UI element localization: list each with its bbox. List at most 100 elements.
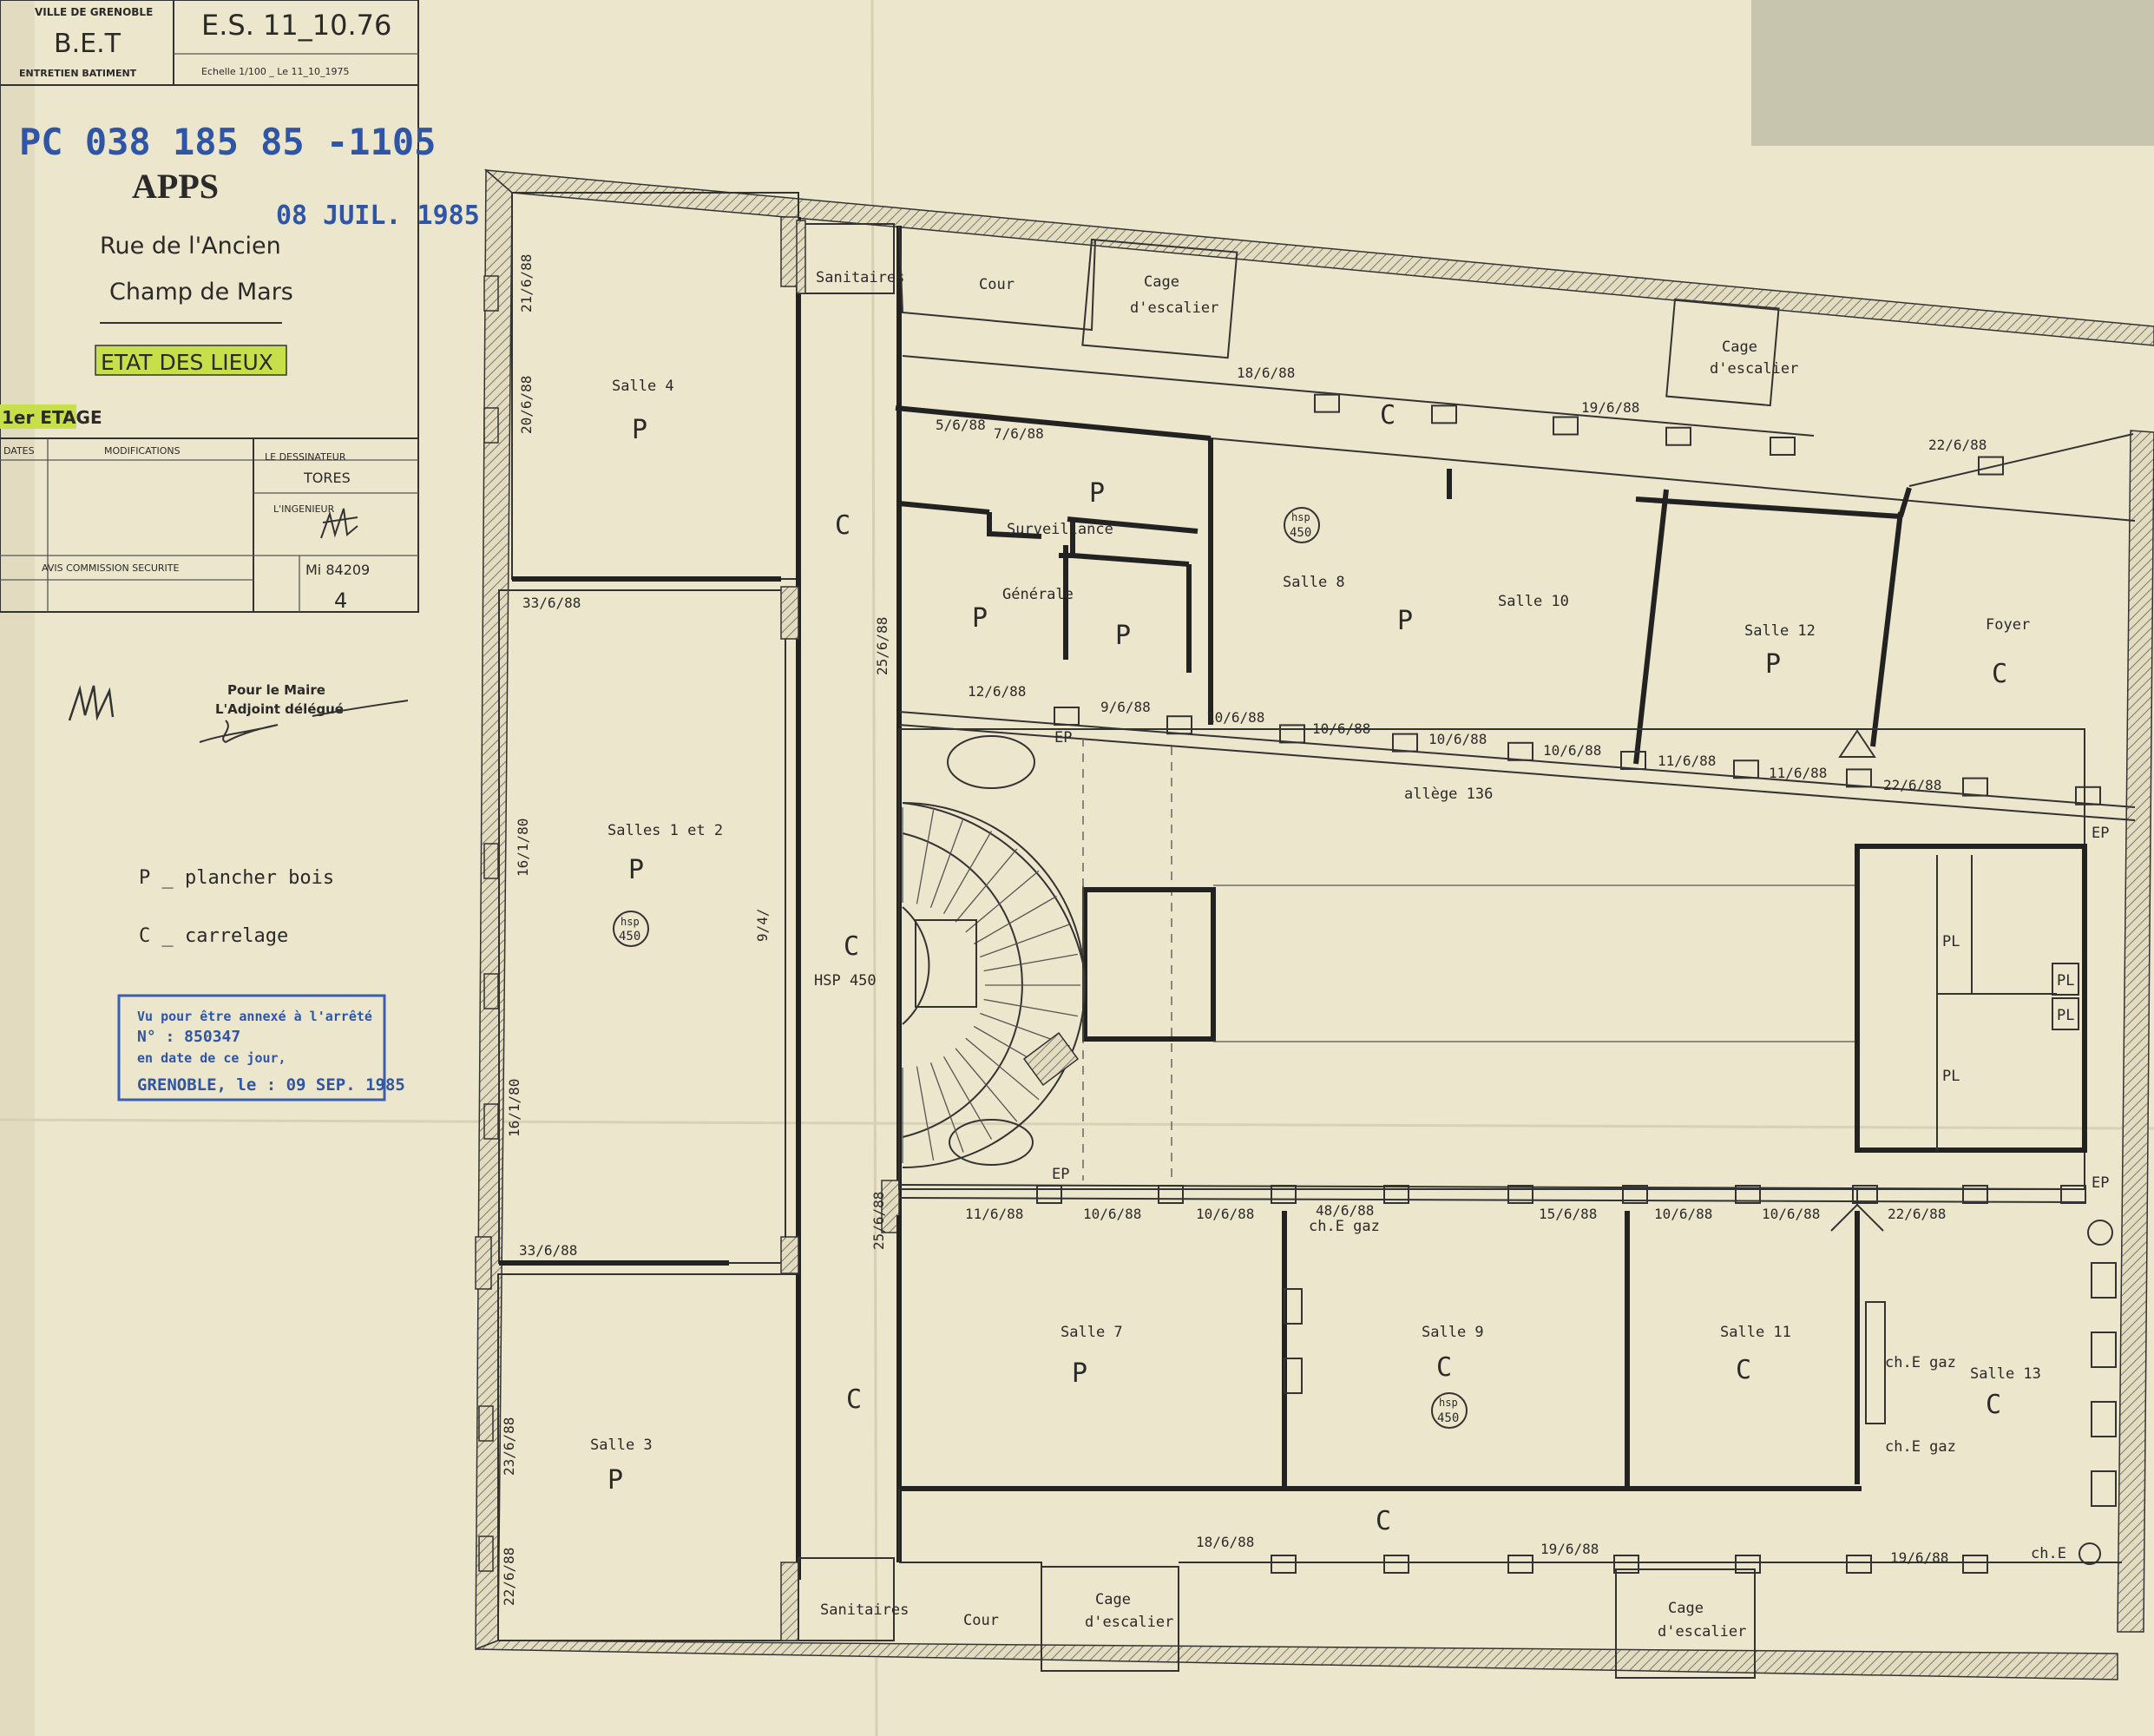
- atrium-central-block: [1082, 887, 1216, 1042]
- window-pier: [1054, 707, 1080, 726]
- svg-text:15/6/88: 15/6/88: [1539, 1206, 1597, 1222]
- label-salle-8: Salle 8: [1283, 574, 1345, 591]
- floor-label: 1er ETAGE: [2, 407, 102, 428]
- label-cage-top-left: Cage: [1144, 273, 1179, 291]
- svg-text:10/6/88: 10/6/88: [1654, 1206, 1712, 1222]
- window-pier: [1271, 1555, 1297, 1574]
- dates-header: DATES: [3, 445, 35, 457]
- stair-step: [955, 848, 1018, 923]
- pc-stamp: PC 038 185 85 -1105: [19, 121, 436, 163]
- window-pier: [1507, 741, 1533, 761]
- label-salle-3: Salle 3: [590, 1437, 653, 1454]
- svg-text:en date de ce jour,: en date de ce jour,: [137, 1050, 286, 1066]
- label-che-gaz-2: ch.E gaz: [1885, 1438, 1956, 1456]
- code-salle-7: P: [1072, 1358, 1087, 1389]
- cage-escalier-top-right: [1665, 298, 1780, 407]
- architect-signature: [68, 685, 115, 721]
- window-pier: [1166, 715, 1192, 735]
- label-bottom-corridor: C: [1376, 1506, 1391, 1536]
- svg-text:22/6/88: 22/6/88: [501, 1548, 517, 1606]
- mayor-signature: [199, 700, 409, 744]
- fold-line: [870, 0, 878, 1736]
- window-pier: [1271, 1185, 1297, 1204]
- label-escalier-bottom-left: d'escalier: [1085, 1614, 1173, 1631]
- title-block: VILLE DE GRENOBLE B.E.T ENTRETIEN BATIME…: [0, 0, 480, 744]
- svg-text:10/6/88: 10/6/88: [1762, 1206, 1820, 1222]
- cage-escalier-bottom-right: [1615, 1568, 1756, 1679]
- window-pier: [1962, 1555, 1988, 1574]
- label-sanitaires-top: Sanitaires: [816, 269, 904, 286]
- svg-text:10/6/88: 10/6/88: [1083, 1206, 1141, 1222]
- reference-number: Mi 84209: [305, 562, 370, 578]
- room-labels: Salle 4 P Salles 1 et 2 P hsp 450 Salle …: [590, 269, 2109, 1641]
- atrium-ellipse-bottom: [949, 1119, 1034, 1166]
- window-pier: [1383, 1555, 1409, 1574]
- label-corridor-c1: C: [835, 510, 850, 541]
- approval-stamp: Vu pour être annexé à l'arrêté N° : 8503…: [117, 994, 405, 1101]
- address-line-1: Rue de l'Ancien: [100, 233, 281, 260]
- svg-text:21/6/88: 21/6/88: [518, 254, 535, 312]
- label-che-gaz-1: ch.E gaz: [1885, 1354, 1956, 1371]
- label-salle-11: Salle 11: [1720, 1324, 1791, 1341]
- stair-step: [916, 810, 935, 904]
- svg-text:11/6/88: 11/6/88: [1658, 753, 1716, 769]
- window-pier: [1314, 393, 1340, 413]
- engineer-signature: [320, 508, 358, 539]
- window-pier: [1158, 1185, 1184, 1204]
- code-pl-4: PL: [2057, 1007, 2074, 1024]
- svg-text:10/6/88: 10/6/88: [1428, 731, 1487, 747]
- svg-text:hsp: hsp: [1291, 511, 1310, 523]
- atrium-ellipse-top: [947, 735, 1035, 789]
- window-pier: [2075, 786, 2101, 806]
- status-label: ETAT DES LIEUX: [101, 350, 273, 375]
- label-foyer: Foyer: [1986, 616, 2030, 634]
- fold-line: [0, 1118, 2154, 1130]
- label-escalier-bottom-right: d'escalier: [1658, 1623, 1746, 1641]
- designer-header: LE DESSINATEUR: [265, 451, 346, 463]
- svg-text:33/6/88: 33/6/88: [522, 595, 581, 611]
- mayor-line-1: Pour le Maire: [227, 682, 325, 698]
- svg-text:GRENOBLE, le : 09 SEP. 1985: GRENOBLE, le : 09 SEP. 1985: [137, 1075, 405, 1095]
- svg-text:10/6/88: 10/6/88: [1543, 742, 1601, 759]
- svg-text:19/6/88: 19/6/88: [1890, 1549, 1948, 1566]
- window-pier: [1383, 1185, 1409, 1204]
- svg-text:450: 450: [1437, 1411, 1459, 1425]
- window-pier: [1431, 404, 1457, 424]
- outer-wall-bottom: [475, 1640, 2118, 1680]
- label-corridor-c3: C: [846, 1384, 862, 1415]
- svg-text:hsp: hsp: [1439, 1397, 1458, 1409]
- sheet-number: 4: [334, 589, 347, 613]
- window-pier: [1962, 777, 1988, 797]
- drawing-number: E.S. 11_10.76: [201, 9, 391, 42]
- window-pier: [2060, 1185, 2086, 1204]
- hsp-marker-salles-1-2: [613, 911, 649, 947]
- window-pier: [1846, 1555, 1872, 1574]
- status-highlight: [95, 345, 287, 376]
- svg-text:18/6/88: 18/6/88: [1196, 1534, 1254, 1550]
- stair-step: [983, 953, 1078, 972]
- label-cour-bottom: Cour: [963, 1612, 999, 1629]
- label-ep-right-bottom: EP: [2092, 1174, 2109, 1192]
- dimension-notes: 21/6/88 20/6/88 33/6/88 16/1/80 16/1/80 …: [501, 254, 1987, 1606]
- svg-text:16/1/80: 16/1/80: [506, 1079, 522, 1137]
- svg-text:5/6/88: 5/6/88: [936, 417, 986, 433]
- svg-text:9/6/88: 9/6/88: [1100, 699, 1151, 715]
- svg-text:20/6/88: 20/6/88: [518, 376, 535, 434]
- engineer-header: L'INGENIEUR: [273, 503, 335, 515]
- label-sanitaires-bottom: Sanitaires: [820, 1601, 909, 1619]
- window-pier: [1392, 733, 1418, 753]
- hsp-marker-salle-9: [1431, 1392, 1468, 1429]
- svg-text:10/6/88: 10/6/88: [1206, 709, 1264, 726]
- window-pier: [1620, 751, 1646, 770]
- window-pier: [1846, 768, 1872, 788]
- window-pier: [1770, 437, 1796, 456]
- svg-text:25/6/88: 25/6/88: [874, 617, 890, 675]
- svg-text:450: 450: [1290, 526, 1311, 540]
- svg-text:18/6/88: 18/6/88: [1237, 365, 1295, 381]
- background-corner: [1751, 0, 2154, 146]
- code-pl-3: PL: [2057, 972, 2074, 990]
- code-small-room: P: [1089, 478, 1105, 509]
- window-pier: [1507, 1185, 1533, 1204]
- svg-text:10/6/88: 10/6/88: [1196, 1206, 1254, 1222]
